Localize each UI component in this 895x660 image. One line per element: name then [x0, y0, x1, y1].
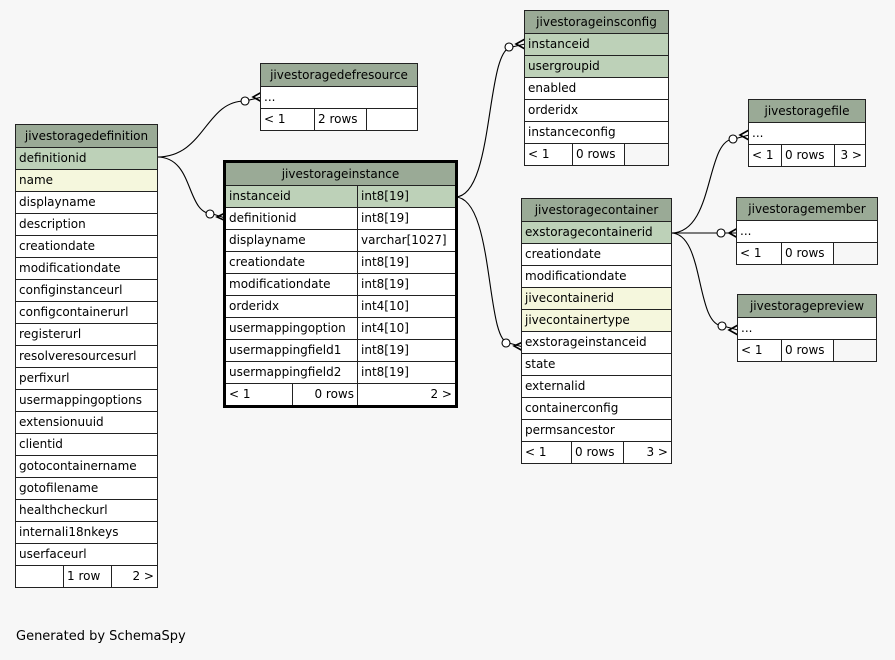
table-header: jivestoragemember [737, 198, 877, 220]
table-footer: < 1 0 rows 3 > [522, 441, 671, 463]
table-footer: < 1 0 rows [737, 242, 877, 264]
zero-marker [205, 209, 215, 219]
link-container-preview [670, 232, 739, 331]
table-header: jivestoragepreview [738, 295, 876, 317]
column-row: description [16, 213, 157, 235]
table-footer: < 1 0 rows [525, 143, 668, 165]
zero-marker [716, 228, 726, 238]
crowfoot-marker [738, 129, 750, 141]
table-footer: < 1 2 rows [261, 108, 417, 130]
table-footer: < 1 0 rows 3 > [749, 144, 865, 166]
column-row: exstoragecontainerid [522, 221, 671, 243]
zero-marker [717, 321, 727, 331]
column-row: creationdate [16, 235, 157, 257]
column-row: jivecontainerid [522, 287, 671, 309]
generated-by-caption: Generated by SchemaSpy [16, 629, 186, 644]
column-row: configcontainerurl [16, 301, 157, 323]
table-header: jivestoragecontainer [522, 199, 671, 221]
table-footer: < 1 0 rows [738, 339, 876, 361]
zero-marker [501, 338, 511, 348]
table-footer: 1 row 2 > [16, 565, 157, 587]
table-jivestorageinsconfig[interactable]: jivestorageinsconfig instanceid usergrou… [524, 10, 669, 166]
table-footer: < 1 0 rows 2 > [226, 383, 455, 405]
zero-marker [504, 42, 514, 52]
table-header: jivestorageinsconfig [525, 11, 668, 33]
link-instance-container [454, 196, 524, 348]
column-row: orderidx [525, 99, 668, 121]
zero-marker [728, 134, 738, 144]
table-header: jivestoragedefresource [261, 64, 417, 86]
column-row: extensionuuid [16, 411, 157, 433]
crowfoot-marker [727, 227, 739, 239]
link-definition-instance [156, 156, 226, 219]
column-row: instanceconfig [525, 121, 668, 143]
crowfoot-marker [512, 341, 524, 352]
column-row: usergroupid [525, 55, 668, 77]
crowfoot-marker [514, 38, 526, 50]
column-row: definitionid [16, 147, 157, 169]
column-row: configinstanceurl [16, 279, 157, 301]
column-row: usermappingoptions [16, 389, 157, 411]
column-row: exstorageinstanceid [522, 331, 671, 353]
column-row: displayname [16, 191, 157, 213]
column-row: gotocontainername [16, 455, 157, 477]
column-row: externalid [522, 375, 671, 397]
column-row: modificationdate [16, 257, 157, 279]
table-jivestoragemember[interactable]: jivestoragemember ... < 1 0 rows [736, 197, 878, 265]
table-header: jivestorageinstance [226, 163, 455, 185]
column-row: clientid [16, 433, 157, 455]
column-row: permsancestor [522, 419, 671, 441]
table-jivestoragedefinition[interactable]: jivestoragedefinition definitionid name … [15, 124, 158, 588]
zero-marker [240, 96, 250, 106]
column-row: ... [749, 122, 865, 144]
table-jivestoragepreview[interactable]: jivestoragepreview ... < 1 0 rows [737, 294, 877, 362]
column-row: perfixurl [16, 367, 157, 389]
crowfoot-marker [727, 324, 739, 336]
column-row: healthcheckurl [16, 499, 157, 521]
column-row: resolveresourcesurl [16, 345, 157, 367]
column-row: state [522, 353, 671, 375]
table-header: jivestoragedefinition [16, 125, 157, 147]
link-definition-defresource [156, 96, 263, 158]
column-row: ... [738, 317, 876, 339]
column-row: gotofilename [16, 477, 157, 499]
link-instance-insconfig [454, 43, 526, 198]
column-row: name [16, 169, 157, 191]
column-row: ... [261, 86, 417, 108]
column-row: ... [737, 220, 877, 242]
column-row: userfaceurl [16, 543, 157, 565]
column-row: enabled [525, 77, 668, 99]
table-header: jivestoragefile [749, 100, 865, 122]
column-row: containerconfig [522, 397, 671, 419]
column-row: jivecontainertype [522, 309, 671, 331]
column-row: modificationdate [522, 265, 671, 287]
column-row: instanceid [525, 33, 668, 55]
table-jivestoragecontainer[interactable]: jivestoragecontainer exstoragecontaineri… [521, 198, 672, 464]
column-row: registerurl [16, 323, 157, 345]
table-jivestoragefile[interactable]: jivestoragefile ... < 1 0 rows 3 > [748, 99, 866, 167]
crowfoot-marker [251, 91, 263, 103]
column-row: creationdate [522, 243, 671, 265]
table-jivestoragedefresource[interactable]: jivestoragedefresource ... < 1 2 rows [260, 63, 418, 131]
column-row: internali18nkeys [16, 521, 157, 543]
